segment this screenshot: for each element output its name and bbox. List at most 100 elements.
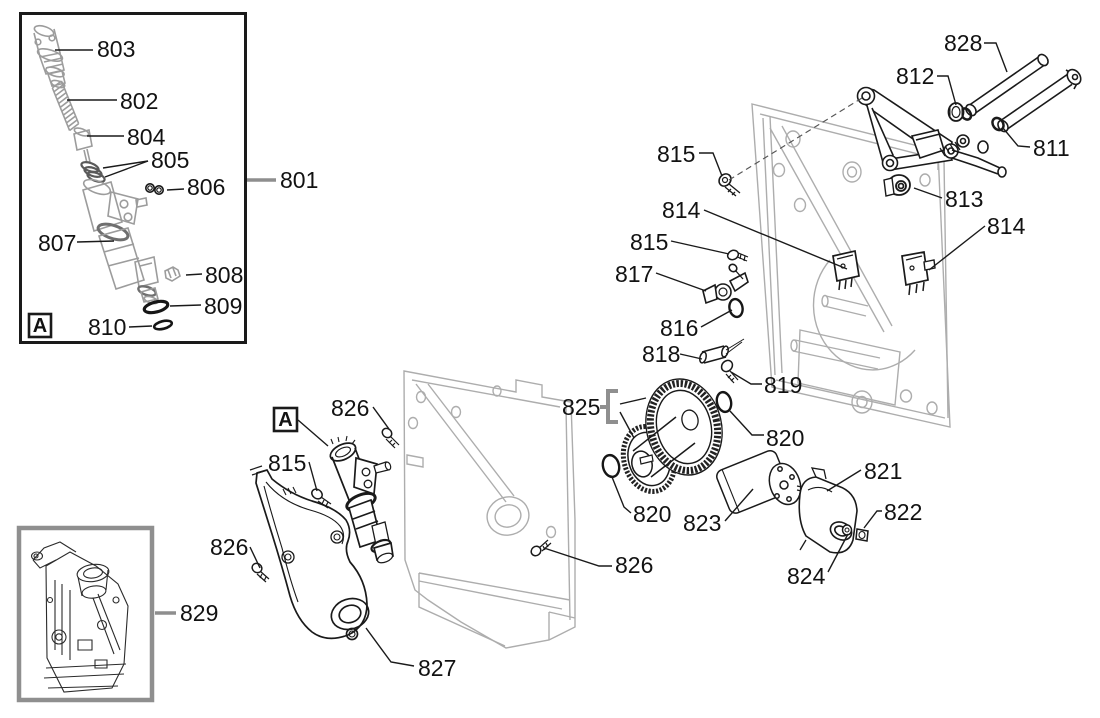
pin-818	[699, 338, 745, 364]
part-label-828: 828	[944, 30, 982, 56]
leader-line-817	[655, 272, 707, 292]
leader-line-814-2	[928, 225, 986, 271]
cover-827	[249, 465, 370, 641]
part-label-815-1: 815	[657, 141, 695, 167]
screw-826-right	[530, 539, 552, 557]
leader-line-815-2	[670, 240, 730, 255]
screw-815-mid	[726, 249, 749, 262]
o-ring-816	[728, 297, 744, 319]
leader-line-825	[619, 397, 647, 405]
screw-826-left	[251, 562, 270, 583]
cam-813	[883, 174, 911, 197]
spring-802	[51, 80, 80, 132]
leader-line-826-3	[543, 547, 612, 567]
bracket-812-area	[910, 129, 945, 160]
o-rings-group	[142, 183, 174, 331]
part-label-823: 823	[683, 510, 721, 536]
leader-line-828	[984, 42, 1008, 73]
rod-811	[991, 68, 1082, 133]
part-label-819: 819	[764, 372, 802, 398]
leader-line-820-2	[611, 476, 632, 514]
screw-815-top	[718, 173, 741, 197]
part-label-805: 805	[151, 147, 189, 173]
part-label-815-3: 815	[268, 450, 306, 476]
leader-line-805-1	[104, 160, 149, 178]
nut-812	[947, 102, 965, 122]
part-label-816: 816	[660, 315, 698, 341]
leader-line-816	[700, 309, 733, 328]
ref-marker-box-0	[27, 312, 53, 339]
front-panel	[403, 370, 576, 649]
leader-line-809	[169, 304, 202, 307]
part-label-807: 807	[38, 230, 76, 256]
microswitch-814-left	[832, 249, 860, 291]
leader-line-827	[365, 627, 415, 667]
leader-line-805	[102, 160, 149, 169]
motor-823	[716, 449, 807, 514]
leader-line-813	[913, 187, 943, 199]
gearbox-821	[798, 467, 858, 554]
leader-line-814-1	[703, 209, 848, 270]
part-label-810: 810	[88, 314, 126, 340]
detail-box-801	[19, 12, 247, 344]
o-ring-820-top	[715, 390, 733, 414]
lever-arm-assembly	[856, 86, 1007, 178]
part-label-814-1: 814	[662, 197, 701, 223]
part-label-815-2: 815	[630, 229, 668, 255]
washer	[841, 524, 853, 536]
leader-line-807	[76, 240, 115, 243]
leader-line-822	[863, 510, 882, 529]
part-label-822: 822	[884, 499, 922, 525]
screw-hole	[407, 416, 419, 430]
microswitch-814-right	[901, 251, 936, 296]
leader-line-810	[128, 325, 153, 328]
labels-layer: 8038028048058068078088098108018288128118…	[27, 30, 1070, 681]
detail-bracket-825	[600, 389, 618, 424]
part-label-829: 829	[180, 600, 218, 626]
leader-line-826-2	[249, 546, 261, 569]
o-ring-810	[152, 319, 174, 331]
part-label-825: 825	[562, 394, 600, 420]
ref-marker-box-1	[272, 406, 299, 433]
part-label-821: 821	[864, 458, 902, 484]
leader-line-821	[826, 469, 862, 492]
leader-line-815-1	[699, 152, 723, 177]
leader-line-825-1	[619, 411, 635, 439]
leader-line-808	[185, 273, 203, 276]
leader-line-818	[679, 353, 703, 360]
part-label-808: 808	[205, 262, 243, 288]
leader-line-811	[1002, 127, 1031, 148]
gear-assembly-825	[620, 378, 723, 494]
part-label-824: 824	[787, 563, 826, 589]
leader-line-806	[166, 188, 185, 191]
rod-828	[959, 53, 1049, 121]
part-label-803: 803	[97, 36, 135, 62]
part-label-826-1: 826	[331, 395, 369, 421]
screw-hole	[545, 525, 557, 539]
part-label-814-2: 814	[987, 213, 1026, 239]
part-label-811: 811	[1033, 135, 1070, 161]
ghost-valve-assembly	[33, 24, 181, 305]
brew-group-drawing	[30, 541, 129, 693]
part-label-820-1: 820	[766, 425, 804, 451]
screw-815-left	[311, 488, 332, 509]
leader-line-824	[827, 533, 849, 573]
leader-line-820-1	[729, 410, 764, 436]
leader-line-819	[730, 371, 762, 385]
detail-box-829	[16, 525, 155, 703]
o-ring-809	[142, 299, 170, 315]
part-label-812: 812	[896, 63, 934, 89]
part-label-802: 802	[120, 88, 158, 114]
part-label-818: 818	[642, 341, 680, 367]
part-label-820-2: 820	[633, 501, 671, 527]
part-label-801: 801	[280, 167, 318, 193]
part-label-826-3: 826	[615, 552, 653, 578]
bracket-817	[702, 263, 749, 305]
part-label-809: 809	[204, 293, 242, 319]
part-label-817: 817	[615, 261, 653, 287]
alignment-dashed-line	[728, 97, 863, 181]
screw-819	[720, 359, 739, 384]
part-label-813: 813	[945, 186, 983, 212]
part-label-827: 827	[418, 655, 456, 681]
part-label-806: 806	[187, 174, 225, 200]
